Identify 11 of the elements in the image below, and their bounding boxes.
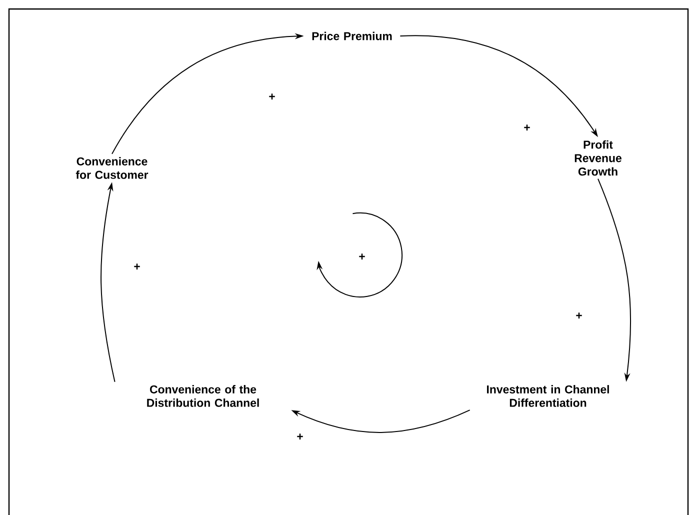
node-label: Investment in Channel Differentiation — [487, 385, 609, 407]
node-label: Profit Revenue Growth — [574, 140, 622, 176]
node-label: Convenience for Customer — [76, 157, 148, 179]
node-label: Convenience of the Distribution Channel — [147, 385, 259, 407]
edge-label: + — [268, 92, 276, 102]
loop-sign: + — [359, 254, 365, 260]
edge-label: + — [522, 124, 532, 132]
edge-label: + — [574, 312, 584, 320]
node-label: Price Premium — [312, 32, 392, 40]
edge-label: + — [296, 432, 304, 442]
edge-label: + — [132, 262, 142, 272]
